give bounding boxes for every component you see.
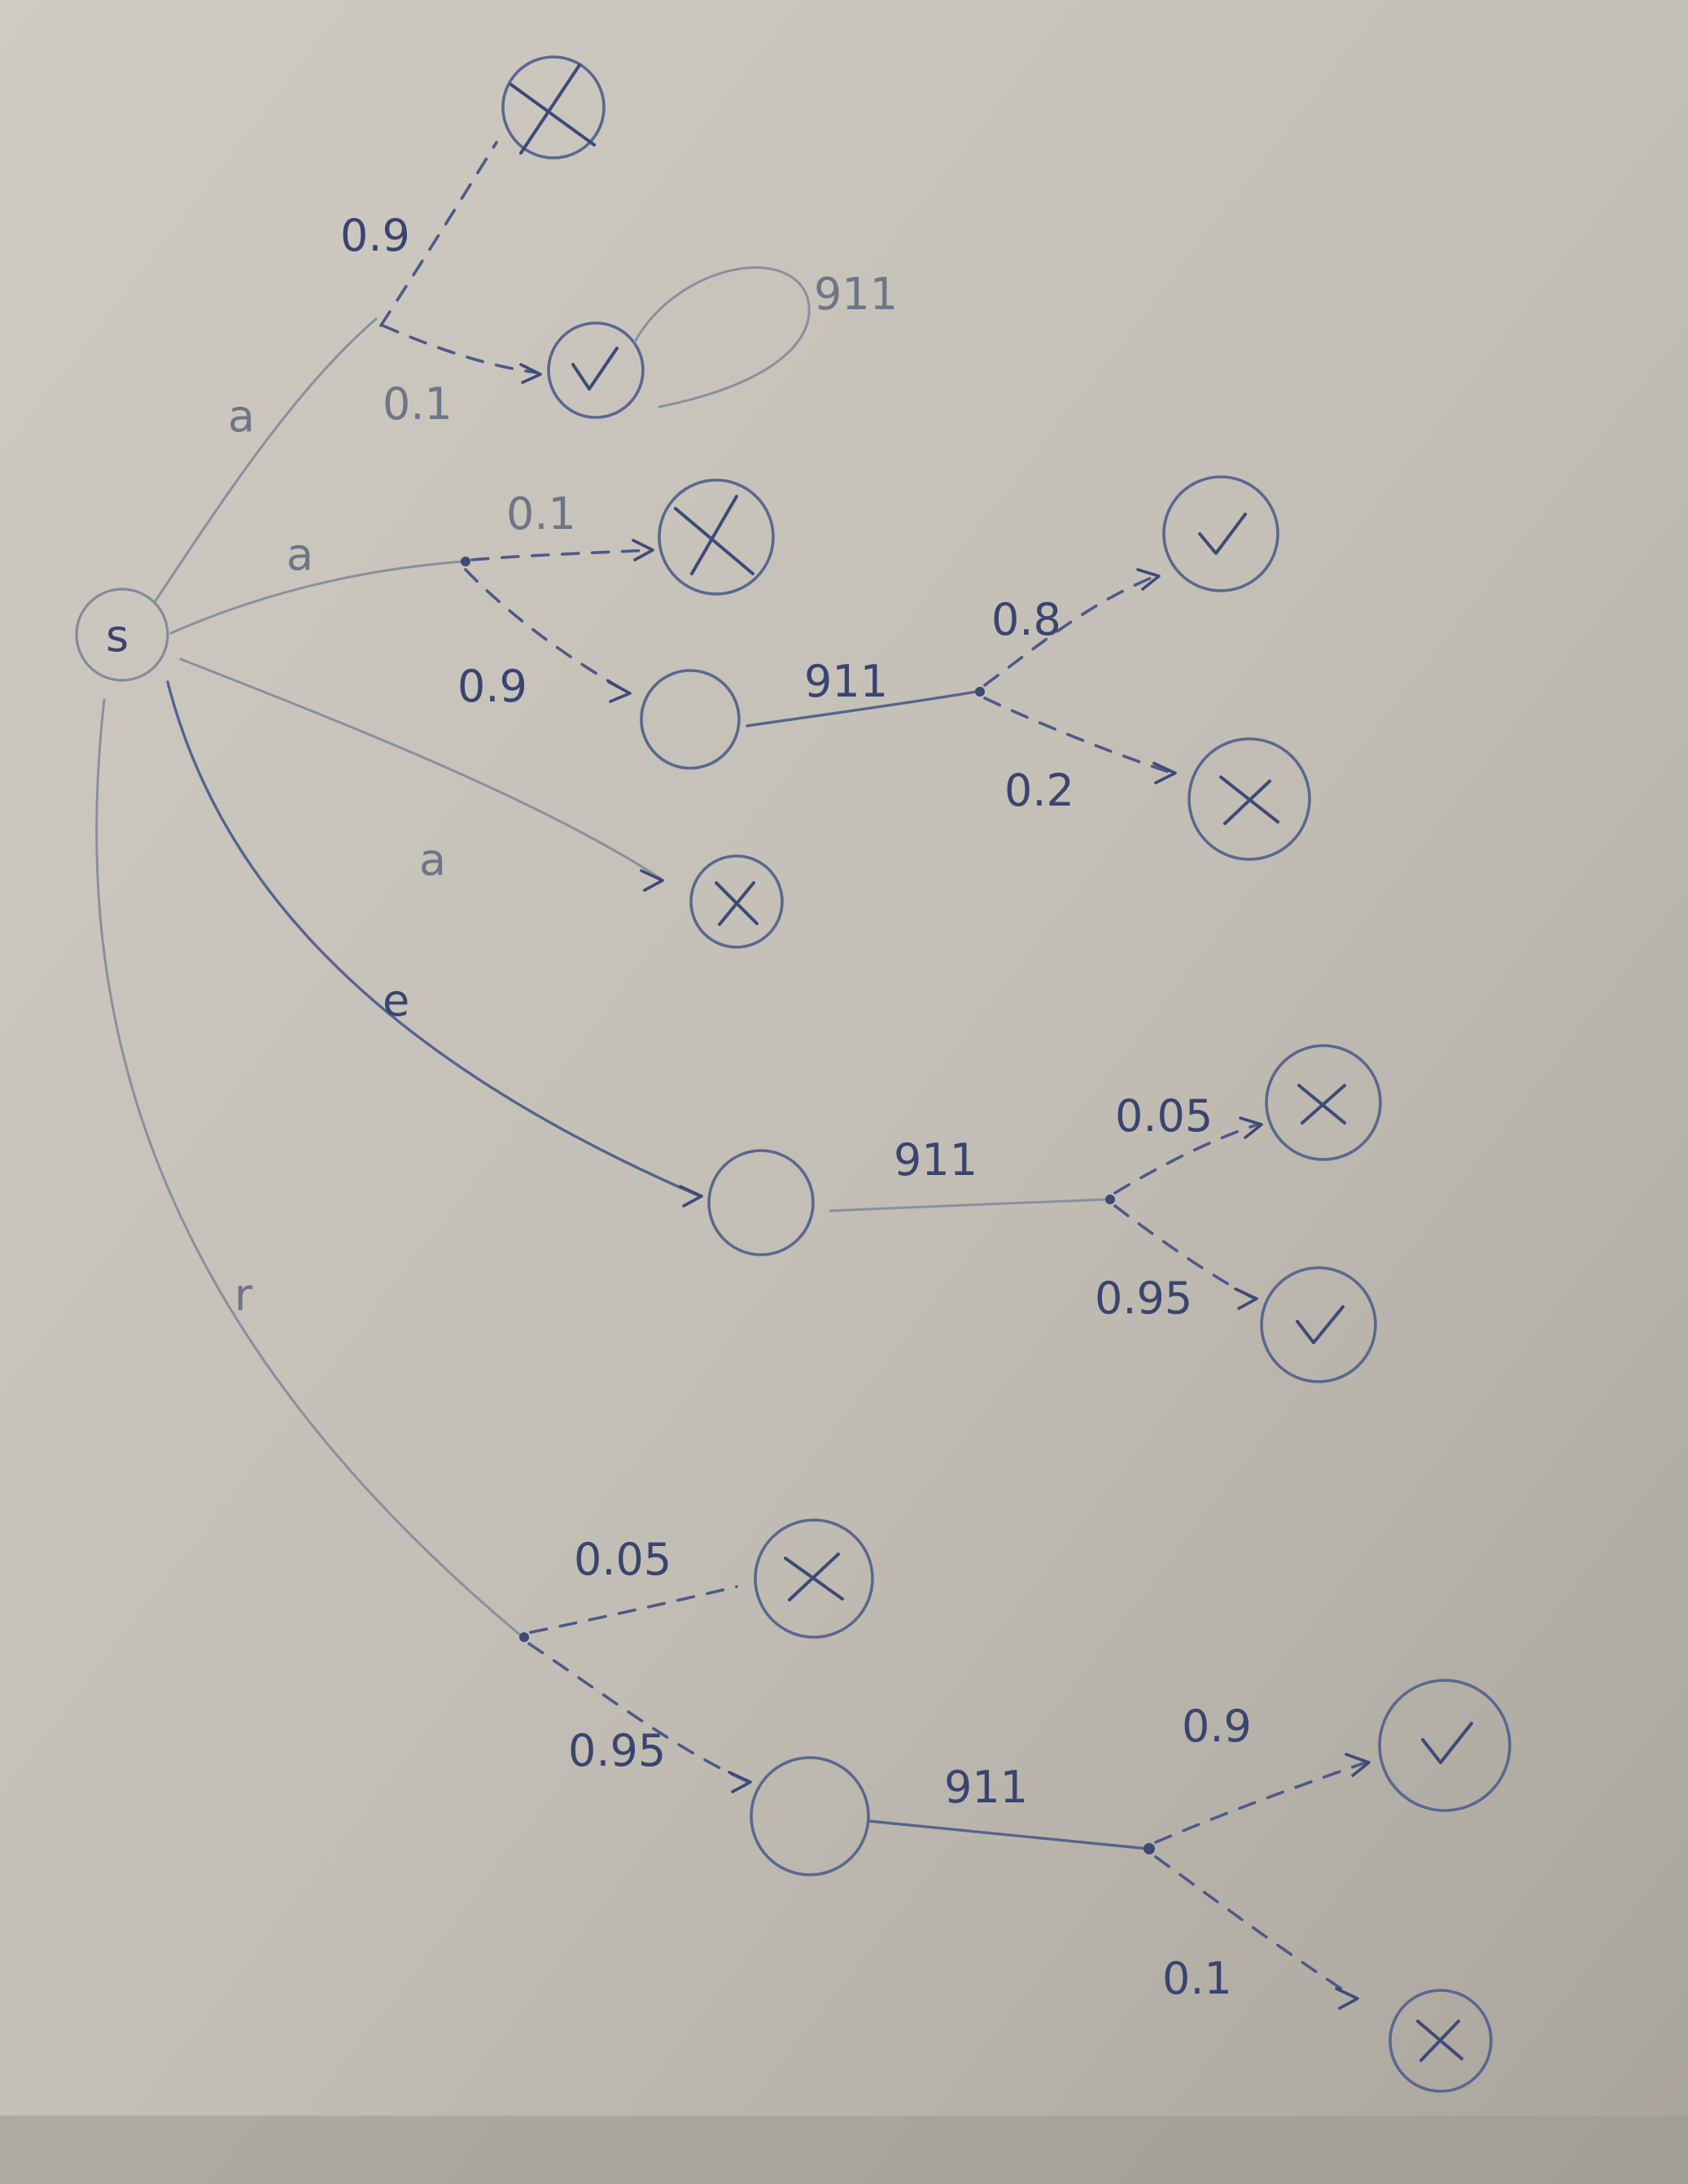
prob-a-chain-fail: 0.2 <box>1004 765 1074 816</box>
prob-a-middle-next: 0.9 <box>457 661 527 712</box>
edge-a-middle <box>169 560 464 635</box>
action-label-r: r <box>234 1269 253 1321</box>
prob-r-chain-fail: 0.1 <box>1162 1953 1232 2004</box>
outcome-node-fail-6 <box>754 1518 874 1639</box>
cross-icon <box>674 495 754 575</box>
cross-icon <box>509 63 596 155</box>
check-icon <box>1296 1305 1345 1344</box>
edge-r-chain <box>868 1819 1149 1850</box>
action-label-a-top: a <box>228 391 255 442</box>
prob-e-success: 0.95 <box>1095 1273 1192 1324</box>
prob-a-top-success: 0.1 <box>383 378 453 430</box>
arrow-icon <box>632 539 654 561</box>
chance-node-r <box>519 1632 529 1642</box>
edge-e <box>166 680 702 1198</box>
chance-node-r-chain <box>1144 1843 1155 1854</box>
cross-icon <box>715 881 759 926</box>
outcome-node-success-3 <box>1260 1266 1377 1383</box>
edge-r <box>95 698 523 1637</box>
intermediate-node-e <box>707 1149 815 1256</box>
edge-a-top-fail <box>379 141 498 327</box>
outcome-node-fail-3 <box>1187 737 1311 861</box>
prob-r-chain-success: 0.9 <box>1182 1701 1252 1752</box>
prob-a-chain-success: 0.8 <box>991 594 1061 645</box>
edge-a-middle-next <box>464 568 628 693</box>
transition-label-r-chain: 911 <box>944 1762 1028 1813</box>
edge-r-fail <box>529 1585 738 1634</box>
outcome-node-success-1 <box>547 321 645 419</box>
chance-node-a-chain <box>975 687 985 697</box>
arrow-icon <box>1239 1116 1263 1139</box>
transition-label-e-chain: 911 <box>894 1134 977 1186</box>
arrow-icon <box>1136 568 1161 591</box>
outcome-node-success-4 <box>1378 1679 1511 1812</box>
cross-icon <box>1416 2020 1463 2062</box>
arrow-icon <box>1345 1753 1371 1777</box>
arrow-icon <box>640 869 664 892</box>
source-node <box>75 587 169 682</box>
edge-self-loop <box>633 266 811 408</box>
action-label-a-middle: a <box>286 529 313 580</box>
outcome-node-fail-4 <box>689 854 784 949</box>
edge-r-chain-success <box>1154 1761 1367 1844</box>
edge-a-chain-success <box>983 574 1157 687</box>
source-node-label: s <box>106 610 129 662</box>
outcome-node-fail-2 <box>658 478 775 596</box>
chance-node-e <box>1105 1195 1115 1204</box>
arrow-icon <box>679 1185 703 1208</box>
edge-a-middle-chain <box>746 690 978 727</box>
board-bottom-edge <box>0 2116 1688 2184</box>
check-icon <box>1421 1722 1473 1764</box>
action-label-e: e <box>383 975 409 1026</box>
intermediate-node-a <box>640 669 741 770</box>
outcome-node-success-2 <box>1162 475 1279 592</box>
arrow-icon <box>1335 1987 1359 2010</box>
outcome-node-fail-7 <box>1388 1989 1493 2093</box>
outcome-node-fail-5 <box>1265 1044 1382 1161</box>
cross-icon <box>1297 1084 1346 1125</box>
edge-r-chain-fail <box>1154 1855 1357 1999</box>
outcome-node-fail-1 <box>501 55 606 159</box>
intermediate-node-r <box>750 1756 870 1876</box>
edge-e-chain <box>829 1198 1109 1212</box>
prob-e-fail: 0.05 <box>1115 1090 1213 1142</box>
cross-icon <box>784 1553 844 1601</box>
edge-a-chain-fail <box>983 697 1174 775</box>
edge-a-lower <box>179 657 663 880</box>
prob-a-middle-fail: 0.1 <box>506 488 576 539</box>
arrow-icon <box>728 1771 752 1793</box>
edge-a-middle-fail <box>470 548 653 561</box>
prob-a-top-fail: 0.9 <box>340 210 410 261</box>
transition-label-a-chain: 911 <box>804 656 888 707</box>
edge-r-next <box>527 1642 750 1784</box>
arrow-icon <box>607 680 632 703</box>
prob-r-next: 0.95 <box>568 1725 666 1776</box>
check-icon <box>1198 513 1247 555</box>
cross-icon <box>1219 775 1279 825</box>
chance-node-a-middle <box>461 557 470 566</box>
check-icon <box>571 347 619 391</box>
arrow-icon <box>1152 762 1177 784</box>
arrow-icon <box>519 363 542 384</box>
action-label-a-lower: a <box>419 834 446 885</box>
transition-label-loop: 911 <box>814 269 898 320</box>
prob-r-fail: 0.05 <box>574 1534 671 1585</box>
arrow-icon <box>1234 1287 1258 1310</box>
edge-a-top <box>153 317 378 604</box>
